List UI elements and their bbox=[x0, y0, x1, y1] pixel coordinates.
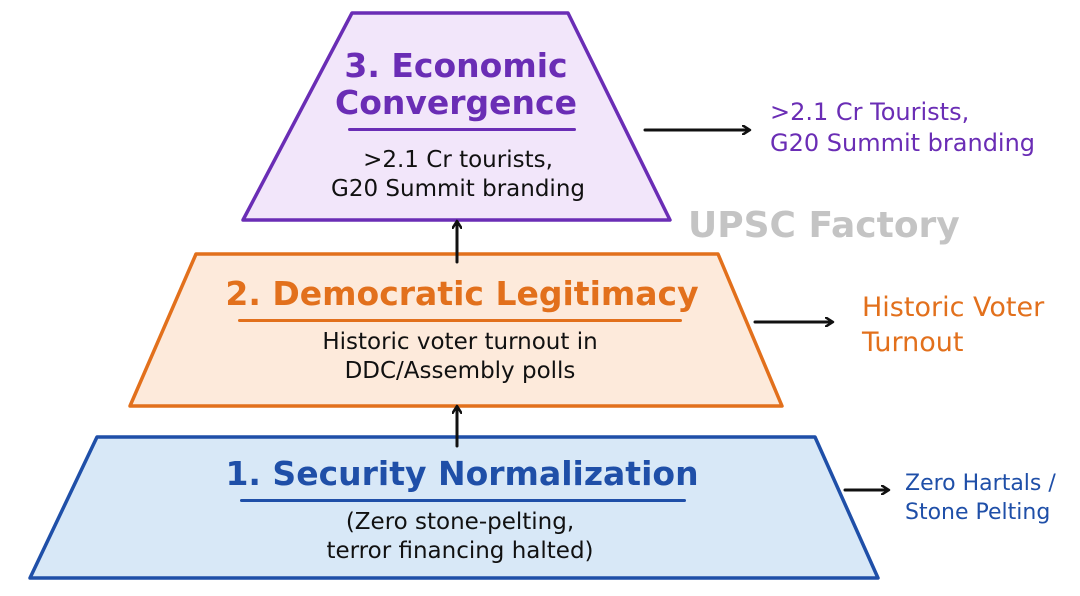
tier2-outcome-line1: Historic Voter bbox=[862, 292, 1045, 323]
tier3-outcome-line2: G20 Summit branding bbox=[770, 129, 1036, 158]
tier1-outcome-line1: Zero Hartals / bbox=[905, 471, 1056, 496]
tier2-detail-line2: DDC/Assembly polls bbox=[344, 357, 576, 384]
tier3-detail-line1: >2.1 Cr tourists, bbox=[363, 147, 553, 173]
tier3-detail-line2: G20 Summit branding bbox=[331, 175, 585, 202]
watermark: UPSC Factory bbox=[688, 205, 960, 246]
tier1-title-underline bbox=[240, 499, 686, 502]
tier1-title: 1. Security Normalization bbox=[225, 454, 699, 493]
tier2-title-underline bbox=[238, 319, 682, 322]
tier1-detail-line1: (Zero stone-pelting, bbox=[345, 509, 575, 535]
tier1-detail-line2: terror financing halted) bbox=[326, 537, 594, 564]
tier2-outcome-line2: Turnout bbox=[862, 327, 964, 359]
tier2-outcome: Historic Voter Turnout bbox=[862, 290, 1044, 360]
tier2-trapezoid bbox=[128, 252, 784, 408]
tier3-title: 3. Economic Convergence bbox=[332, 46, 580, 122]
tier3-title-line2: Convergence bbox=[335, 82, 577, 122]
tier3-outcome-line1: >2.1 Cr Tourists, bbox=[770, 98, 970, 126]
tier3-title-line1: 3. Economic bbox=[344, 46, 568, 85]
tier2-detail-line1: Historic voter turnout in bbox=[322, 329, 598, 355]
tier2-detail: Historic voter turnout in DDC/Assembly p… bbox=[240, 328, 680, 386]
tier2-title: 2. Democratic Legitimacy bbox=[225, 274, 699, 313]
tier3-title-underline bbox=[348, 128, 576, 131]
tier3-detail: >2.1 Cr tourists, G20 Summit branding bbox=[300, 146, 616, 204]
tier1-outcome: Zero Hartals / Stone Pelting bbox=[905, 470, 1056, 527]
tier1-outcome-line2: Stone Pelting bbox=[905, 499, 1051, 525]
tier1-detail: (Zero stone-pelting, terror financing ha… bbox=[280, 508, 640, 566]
tier3-outcome: >2.1 Cr Tourists, G20 Summit branding bbox=[770, 97, 1035, 159]
tier3-trapezoid bbox=[241, 11, 672, 222]
tier1-trapezoid bbox=[28, 435, 880, 580]
